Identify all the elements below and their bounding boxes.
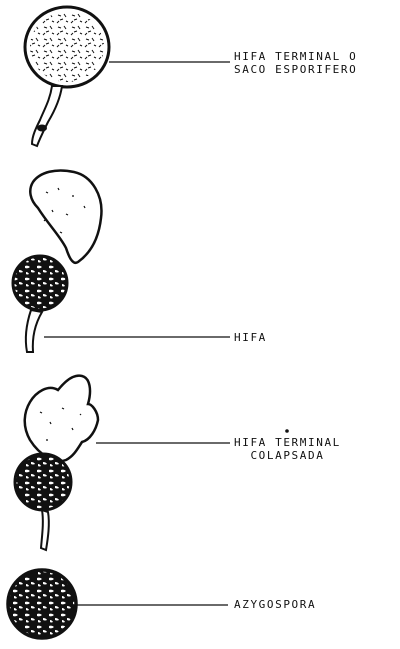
label-hypha-text: HIFA <box>234 331 267 344</box>
label-terminal-hypha-line2: SACO ESPORIFERO <box>234 63 357 76</box>
label-collapsed-terminal: HIFA TERMINAL COLAPSADA <box>234 436 341 462</box>
label-terminal-hypha: HIFA TERMINAL O SACO ESPORIFERO <box>234 50 357 76</box>
hypha-drawing <box>13 170 101 352</box>
azygospore-drawing <box>8 570 76 638</box>
label-azygospore: AZYGOSPORA <box>234 598 316 611</box>
label-collapsed-terminal-line2: COLAPSADA <box>234 449 341 462</box>
sporangium-sac-drawing <box>25 7 109 146</box>
label-hypha: HIFA <box>234 331 267 344</box>
label-azygospore-text: AZYGOSPORA <box>234 598 316 611</box>
asterisk-mark <box>285 429 289 433</box>
collapsed-terminal-hypha-drawing <box>15 376 98 550</box>
label-terminal-hypha-line1: HIFA TERMINAL O <box>234 50 357 63</box>
label-collapsed-terminal-line1: HIFA TERMINAL <box>234 436 341 449</box>
